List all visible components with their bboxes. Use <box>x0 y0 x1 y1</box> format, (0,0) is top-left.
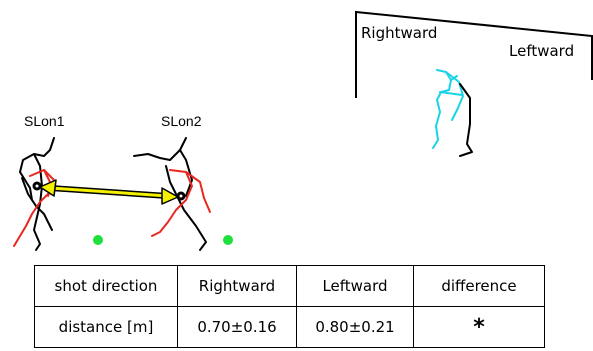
header-difference: difference <box>413 265 545 307</box>
distance-arrow <box>39 179 179 205</box>
ball-slon2 <box>223 235 233 245</box>
row-label-distance: distance [m] <box>34 306 178 348</box>
label-rightward: Rightward <box>361 24 437 42</box>
header-rightward: Rightward <box>177 265 297 307</box>
label-leftward: Leftward <box>509 42 574 60</box>
label-slon1: SLon1 <box>24 113 65 129</box>
value-leftward: 0.80±0.21 <box>296 306 414 348</box>
goal-frame <box>355 10 593 98</box>
player-figure-slon1 <box>13 137 55 251</box>
header-shot-direction: shot direction <box>34 265 178 307</box>
value-rightward: 0.70±0.16 <box>177 306 297 348</box>
table-row: distance [m] 0.70±0.16 0.80±0.21 * <box>34 306 545 348</box>
table-header-row: shot direction Rightward Leftward differ… <box>34 265 545 307</box>
ball-slon1 <box>93 235 103 245</box>
header-leftward: Leftward <box>296 265 414 307</box>
goal-player-figure <box>432 69 473 157</box>
results-table: shot direction Rightward Leftward differ… <box>34 265 545 348</box>
player-figure-slon2 <box>133 137 211 251</box>
label-slon2: SLon2 <box>161 113 202 129</box>
significance-mark: * <box>413 306 545 348</box>
